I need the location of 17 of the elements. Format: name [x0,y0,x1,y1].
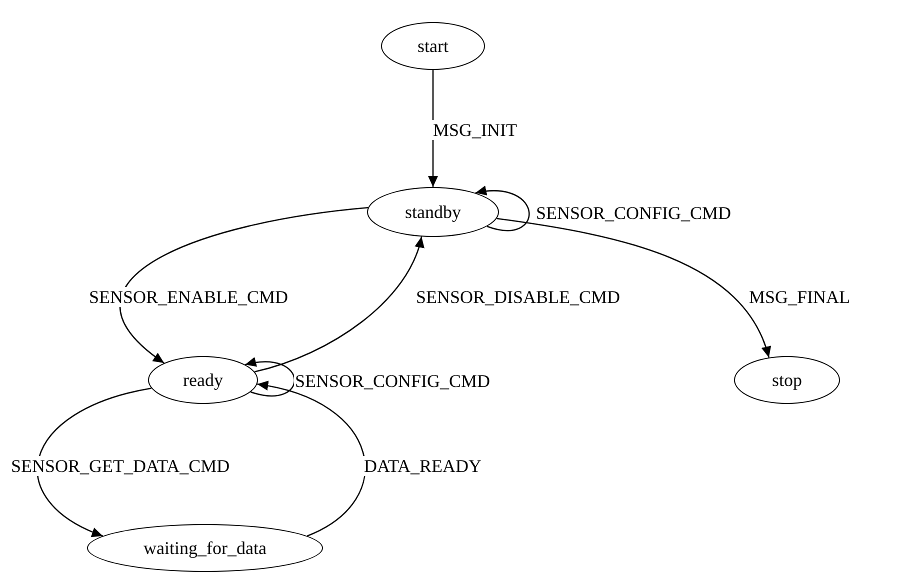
edge-label: SENSOR_ENABLE_CMD [88,287,290,307]
state-name: waiting_for_data [144,538,266,558]
state-name: ready [183,370,223,390]
edge-label: SENSOR_GET_DATA_CMD [10,456,231,476]
transition-arrow [254,236,424,372]
transition-arrow [119,207,368,364]
transition-arrow [36,388,152,537]
transition-arrow [257,381,366,537]
state-name: standby [405,202,461,222]
edge-label: DATA_READY [363,456,483,476]
transition-arrow [475,186,530,231]
state-name: stop [772,370,802,390]
edge-label: MSG_INIT [432,120,518,140]
state-ellipse [148,356,258,404]
transition-arrow [496,218,770,358]
state-name: start [418,36,448,56]
transition-arrow [245,358,296,396]
